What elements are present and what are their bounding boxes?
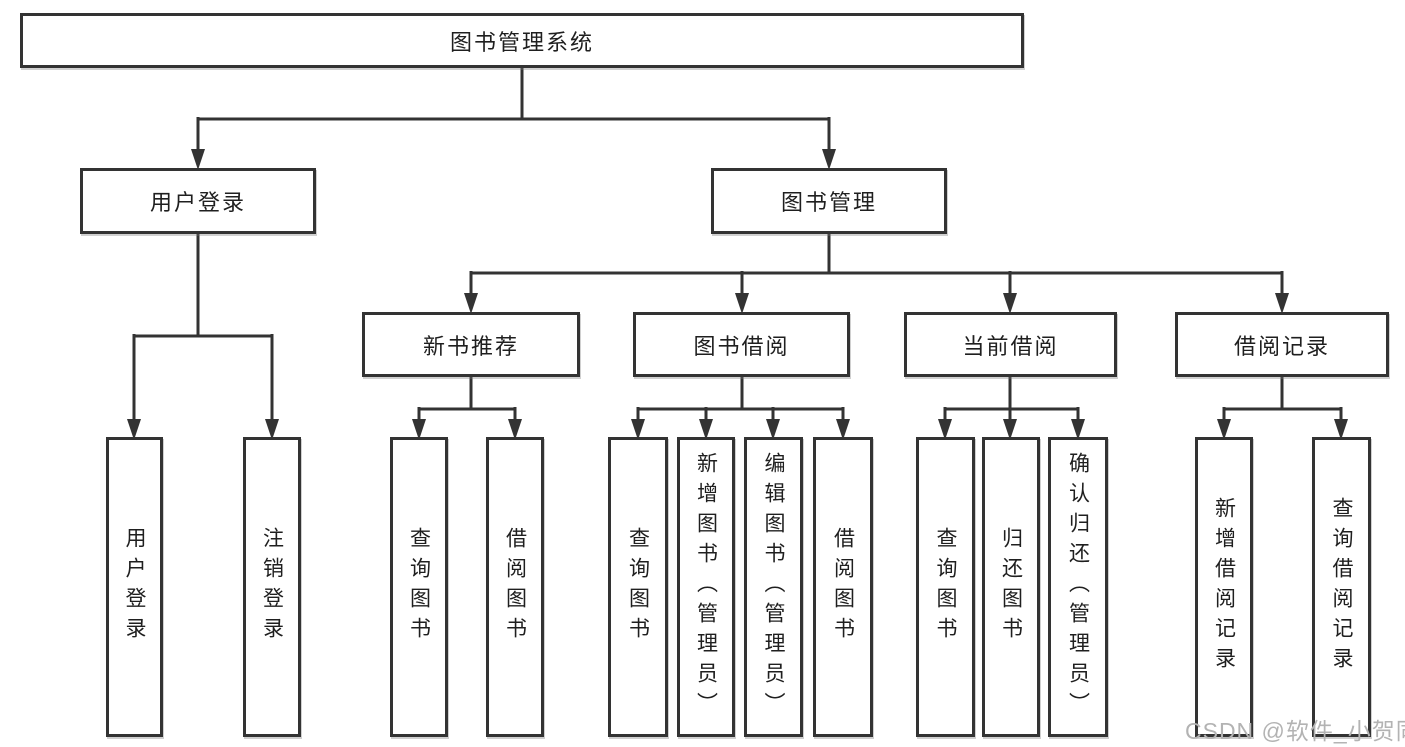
arrowhead [464,293,478,314]
node-leaf-edit-books-admin: 编辑图书（管理员） [744,437,803,737]
node-label: 用户登录 [123,527,146,647]
arrowhead [699,419,713,440]
node-label: 查询借阅记录 [1330,497,1353,677]
node-label: 新增图书（管理员） [694,452,718,722]
node-label: 新增借阅记录 [1212,497,1236,677]
arrowhead [191,149,205,170]
arrowhead [735,293,749,314]
node-leaf-borrow-books-2: 借阅图书 [813,437,873,737]
connector-book-borrow-to-leaves [631,377,850,440]
node-user-login: 用户登录 [80,168,316,234]
node-leaf-borrow-books-1: 借阅图书 [486,437,544,737]
connector-borrow-records-to-leaves [1217,377,1348,440]
arrowhead [822,149,836,170]
node-leaf-user-login: 用户登录 [106,437,163,737]
connector-book-mgmt-to-level3 [464,234,1289,314]
connector-user-login-to-leaves [127,234,279,440]
node-leaf-query-books-3: 查询图书 [916,437,975,737]
node-label: 注销登录 [260,527,284,647]
arrowhead [1275,293,1289,314]
node-current-borrow: 当前借阅 [904,312,1117,377]
arrowhead [508,419,522,440]
arrowhead [1003,419,1017,440]
node-leaf-add-borrow-record: 新增借阅记录 [1195,437,1253,737]
arrowhead [127,419,141,440]
node-leaf-query-borrow-record: 查询借阅记录 [1312,437,1371,737]
arrowhead [412,419,426,440]
node-library-management-system: 图书管理系统 [20,13,1024,68]
node-leaf-return-books: 归还图书 [982,437,1040,737]
node-label: 查询图书 [934,527,957,647]
arrowhead [631,419,645,440]
connector-root-to-level2 [191,67,836,170]
node-label: 编辑图书（管理员） [762,452,785,722]
node-label: 查询图书 [626,527,650,647]
arrowhead [265,419,279,440]
node-label: 借阅图书 [503,527,527,647]
node-book-borrow: 图书借阅 [633,312,850,377]
node-book-management: 图书管理 [711,168,947,234]
node-leaf-confirm-return-admin: 确认归还（管理员） [1048,437,1108,737]
connector-new-book-recommend-to-leaves [412,377,522,440]
arrowhead [938,419,952,440]
node-leaf-query-books-1: 查询图书 [390,437,448,737]
node-label: 查询图书 [407,527,431,647]
node-leaf-logout: 注销登录 [243,437,301,737]
connector-current-borrow-to-leaves [938,377,1085,440]
arrowhead [836,419,850,440]
arrowhead [1003,293,1017,314]
node-leaf-add-books-admin: 新增图书（管理员） [677,437,735,737]
node-label: 归还图书 [999,527,1023,647]
arrowhead [1217,419,1231,440]
node-leaf-query-books-2: 查询图书 [608,437,668,737]
arrowhead [1334,419,1348,440]
arrowhead [1071,419,1085,440]
node-label: 借阅图书 [831,527,855,647]
node-borrow-records: 借阅记录 [1175,312,1389,377]
watermark: CSDN @软件_小贺同学 [1185,718,1405,744]
arrowhead [766,419,780,440]
node-label: 确认归还（管理员） [1066,452,1090,722]
node-new-book-recommend: 新书推荐 [362,312,580,377]
